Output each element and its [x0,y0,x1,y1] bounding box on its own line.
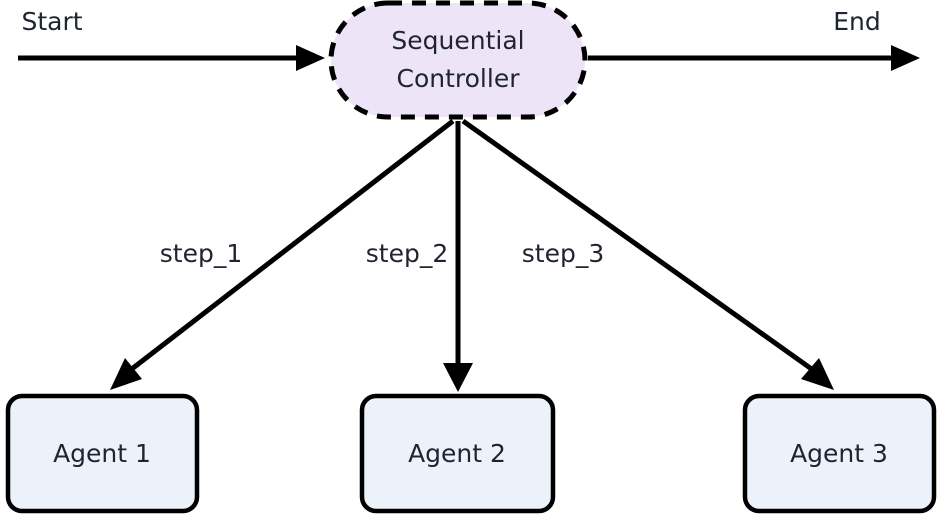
controller-shape[interactable] [328,0,588,120]
edge-label-step-2: step_2 [366,239,448,268]
edge-step-1-line [122,119,455,377]
agent-3-label: Agent 3 [790,439,888,468]
controller-label-line-1: Sequential [391,26,524,55]
node-agent-2[interactable]: Agent 2 [359,393,556,514]
node-agent-3[interactable]: Agent 3 [742,393,937,514]
edge-step-3 [461,118,834,390]
agent-2-shape[interactable] [359,393,556,514]
controller-label-line-2: Controller [397,64,521,93]
arrowhead-start [296,45,325,71]
agent-2-label: Agent 2 [408,439,506,468]
node-sequential-controller[interactable]: Sequential Controller [328,0,588,120]
arrowhead-step-3 [801,358,834,390]
edge-step-2 [443,121,473,392]
edge-label-step-3: step_3 [522,239,604,268]
arrowhead-end [891,45,920,71]
edge-step-1 [110,119,455,390]
edge-start-to-controller [18,45,325,71]
arrowhead-step-1 [110,358,142,390]
agent-1-label: Agent 1 [53,439,151,468]
terminal-label-start: Start [21,7,82,36]
edge-step-3-line [461,118,822,378]
agent-3-shape[interactable] [742,393,937,514]
edge-label-step-1: step_1 [160,239,242,268]
arrowhead-step-2 [443,363,473,392]
node-agent-1[interactable]: Agent 1 [5,393,200,514]
terminal-label-end: End [833,7,881,36]
edge-controller-to-end [588,45,920,71]
agent-1-shape[interactable] [5,393,200,514]
